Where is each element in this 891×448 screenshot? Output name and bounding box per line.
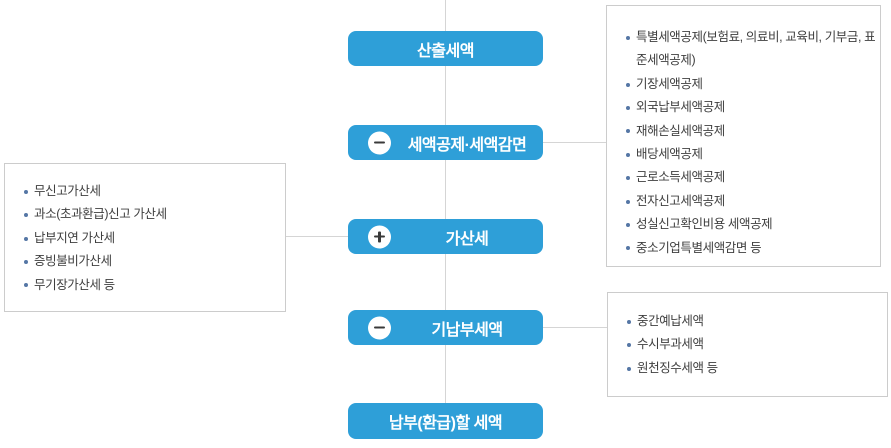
- list-item-text: 외국납부세액공제: [636, 100, 725, 115]
- list-item-text: 중소기업특별세액감면 등: [636, 240, 762, 255]
- list-item: 전자신고세액공제: [626, 190, 876, 213]
- list-item-text: 배당세액공제: [636, 147, 703, 162]
- minus-icon: [368, 316, 391, 339]
- list-item: 외국납부세액공제: [626, 96, 876, 119]
- node-label: 세액공제·세액감면: [407, 136, 527, 154]
- list-item: 배당세액공제: [626, 143, 876, 166]
- panel-credit-details: 특별세액공제(보험료, 의료비, 교육비, 기부금, 표준세액공제) 기장세액공제…: [606, 5, 881, 267]
- node-label: 기납부세액: [431, 321, 503, 339]
- connector-prepaid-panel: [543, 327, 607, 328]
- node-penalty-tax: 가산세: [348, 219, 543, 254]
- connector-credit-panel: [543, 142, 606, 143]
- list-item: 원천징수세액 등: [627, 357, 883, 380]
- list-item: 기장세액공제: [626, 73, 876, 96]
- list-item-text: 성실신고확인비용 세액공제: [636, 217, 773, 232]
- node-payable-refundable-tax: 납부(환급)할 세액: [348, 403, 543, 439]
- flow-vertical-line: [445, 0, 446, 404]
- credit-details-list: 특별세액공제(보험료, 의료비, 교육비, 기부금, 표준세액공제) 기장세액공제…: [607, 6, 880, 260]
- list-item: 특별세액공제(보험료, 의료비, 교육비, 기부금, 표준세액공제): [626, 26, 876, 73]
- list-item-text: 과소(초과환급)신고 가산세: [34, 207, 167, 222]
- list-item-text: 특별세액공제(보험료, 의료비, 교육비, 기부금, 표준세액공제): [636, 30, 876, 68]
- list-item: 납부지연 가산세: [24, 227, 279, 250]
- list-item-text: 무기장가산세 등: [34, 277, 115, 292]
- list-item-text: 무신고가산세: [34, 184, 101, 198]
- list-item-text: 납부지연 가산세: [34, 230, 115, 245]
- list-item: 과소(초과환급)신고 가산세: [24, 203, 279, 226]
- list-item: 무신고가산세: [24, 180, 279, 203]
- list-item-text: 중간예납세액: [637, 314, 704, 328]
- list-item-text: 원천징수세액 등: [637, 360, 718, 375]
- list-item: 성실신고확인비용 세액공제: [626, 213, 876, 236]
- node-label: 납부(환급)할 세액: [388, 415, 503, 432]
- plus-icon: [368, 225, 391, 248]
- node-label: 가산세: [445, 230, 489, 248]
- list-item: 중간예납세액: [627, 310, 883, 333]
- node-calculated-tax: 산출세액: [348, 31, 543, 66]
- minus-icon: [368, 131, 391, 154]
- node-prepaid-tax: 기납부세액: [348, 310, 543, 345]
- list-item-text: 증빙불비가산세: [34, 254, 112, 269]
- list-item-text: 재해손실세액공제: [636, 123, 725, 138]
- list-item: 중소기업특별세액감면 등: [626, 237, 876, 260]
- connector-penalty-panel: [286, 236, 348, 237]
- list-item: 재해손실세액공제: [626, 120, 876, 143]
- list-item: 무기장가산세 등: [24, 274, 279, 297]
- list-item-text: 수시부과세액: [637, 337, 704, 352]
- list-item-text: 기장세액공제: [636, 76, 703, 91]
- node-tax-credit-reduction: 세액공제·세액감면: [348, 125, 543, 160]
- list-item-text: 전자신고세액공제: [636, 193, 725, 208]
- list-item: 증빙불비가산세: [24, 250, 279, 273]
- list-item-text: 근로소득세액공제: [636, 170, 725, 185]
- node-label: 산출세액: [417, 42, 474, 60]
- list-item: 수시부과세액: [627, 333, 883, 356]
- list-item: 근로소득세액공제: [626, 166, 876, 189]
